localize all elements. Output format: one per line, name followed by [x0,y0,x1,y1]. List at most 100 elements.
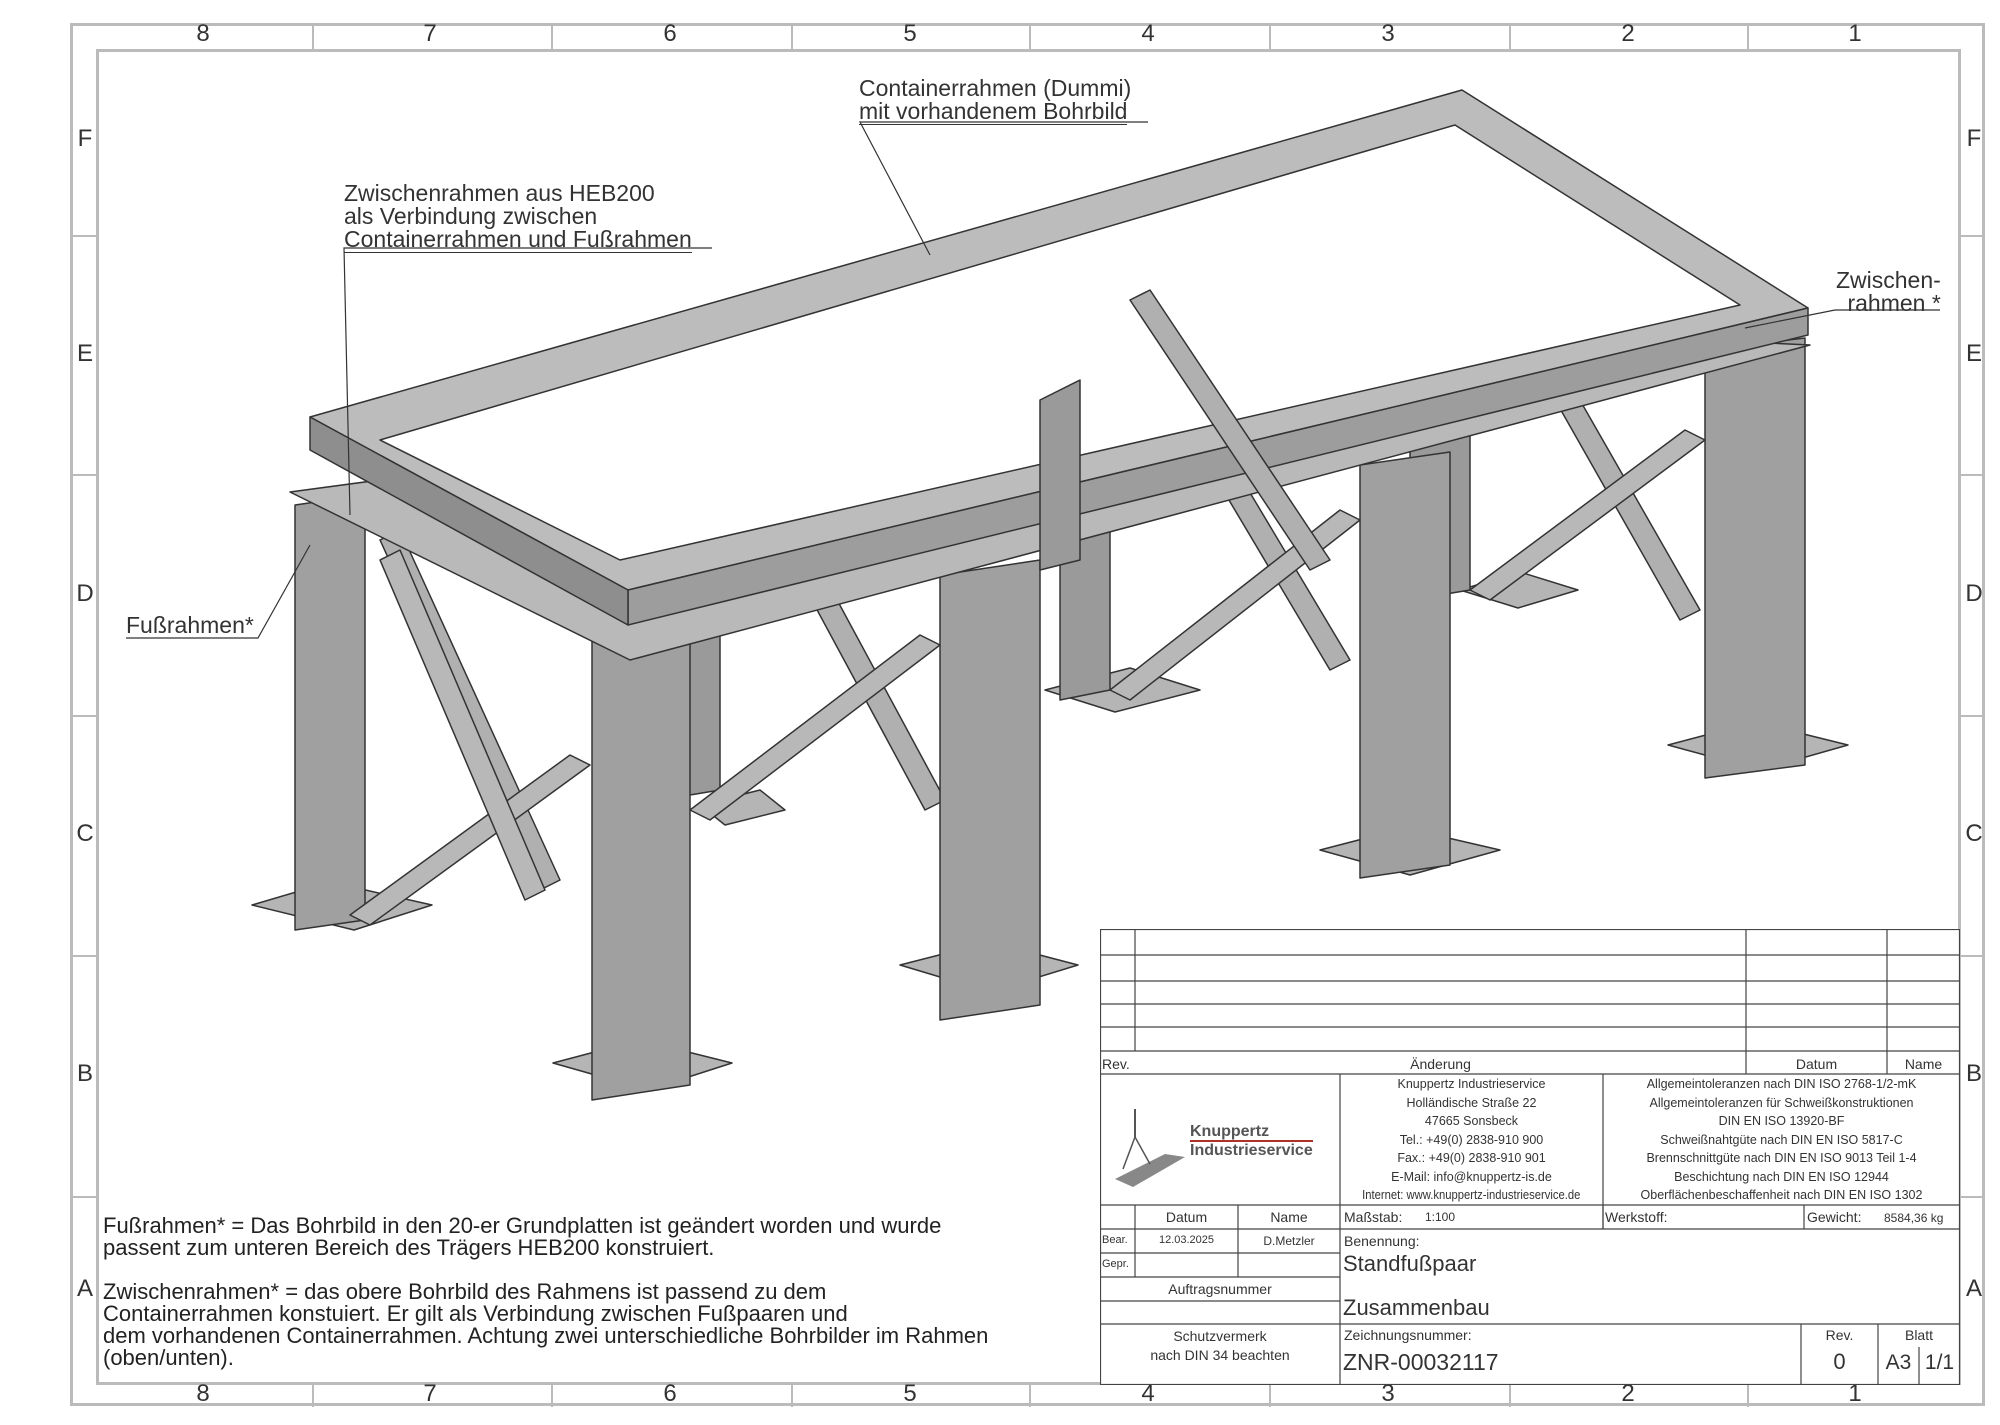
tolerance-line: Schweißnahtgüte nach DIN EN ISO 5817-C [1660,1132,1903,1147]
zone-row: B [1965,1060,1982,1087]
blatt-label: Blatt [1904,1327,1933,1343]
bear-name: D.Metzler [1263,1234,1315,1248]
zone-row: A [76,1275,93,1302]
zone-tick [1961,955,1985,957]
brace [1039,379,1081,571]
zone-row: B [76,1060,93,1087]
note-line: passent zum unteren Bereich des Trägers … [103,1235,715,1260]
address-line: Tel.: +49(0) 2838-910 900 [1399,1132,1544,1147]
zone-tick [70,1196,96,1198]
tolerance-line: Brennschnittgüte nach DIN EN ISO 9013 Te… [1646,1151,1917,1165]
zone-tick [1961,715,1985,717]
leg [294,494,366,931]
auftragsnummer-label: Auftragsnummer [1168,1281,1272,1297]
rev-value: 0 [1833,1349,1846,1374]
format-value: A3 [1885,1351,1912,1374]
benennung-label: Benennung: [1344,1233,1420,1249]
zone-tick [791,23,793,49]
zone-tick [1747,1385,1749,1407]
rev-label: Rev. [1825,1327,1854,1343]
zone-col: 2 [1621,1380,1635,1407]
address-line: E-Mail: info@knuppertz-is.de [1391,1169,1552,1184]
zone-col: 1 [1848,1380,1862,1407]
gepr-label: Gepr. [1102,1258,1129,1270]
leader-zwischenrahmen-star [1744,309,1940,329]
logo-line: Industrieservice [1190,1140,1313,1159]
zone-col: 7 [423,1380,437,1407]
benennung-subtitle: Zusammenbau [1343,1295,1490,1320]
tolerance-line: Allgemeintoleranzen für Schweißkonstrukt… [1649,1095,1914,1110]
address-line: 47665 Sonsbeck [1424,1114,1519,1128]
zone-col: 6 [663,20,677,47]
name-header: Name [1904,1056,1943,1072]
zone-col: 5 [903,20,917,47]
callout-zwischenrahmen: Zwischen- rahmen * [1836,269,1941,315]
leg [939,559,1041,1021]
leg [1704,337,1806,779]
callout-containerrahmen: Containerrahmen (Dummi) mit vorhandenem … [859,77,1131,125]
note-line: (oben/unten). [103,1345,234,1370]
zone-tick [1029,1385,1031,1407]
note-line: Containerrahmen konstuiert. Er gilt als … [103,1301,848,1326]
zone-tick [312,23,314,49]
zone-tick [70,955,96,957]
massstab-value: 1:100 [1425,1210,1456,1224]
zone-tick [551,23,553,49]
callout-line: Zwischenrahmen aus HEB200 [344,180,655,206]
tolerance-notes: Allgemeintoleranzen nach DIN ISO 2768-1/… [1603,1075,1960,1205]
zone-tick [70,235,96,237]
outer-border [70,23,1985,1406]
logo-line: Knuppertz [1190,1123,1270,1140]
zone-col: 7 [423,20,437,47]
brace [1129,289,1331,571]
benennung-title: Standfußpaar [1343,1251,1477,1276]
zone-row: C [1965,820,1983,847]
tolerance-line: Oberflächenbeschaffenheit nach DIN EN IS… [1640,1188,1923,1202]
schutzvermerk-line: nach DIN 34 beachten [1150,1347,1290,1363]
zone-row: C [76,820,94,847]
zone-col: 4 [1141,20,1155,47]
brace [1109,509,1361,701]
zone-tick [1961,474,1985,476]
zone-col: 8 [196,20,210,47]
note-zwischenrahmen: Zwischenrahmen* = das obere Bohrbild des… [103,1281,988,1369]
zone-col: 3 [1381,20,1395,47]
aenderung-header: Änderung [1410,1056,1471,1072]
werkstoff-label: Werkstoff: [1605,1209,1668,1225]
zone-col: 3 [1381,1380,1395,1407]
schutzvermerk-line: Schutzvermerk [1173,1328,1267,1344]
datum-label: Datum [1165,1209,1208,1225]
gewicht-label: Gewicht: [1807,1209,1862,1225]
zone-tick [70,715,96,717]
leader-containerrahmen [859,121,1148,256]
callout-line: mit vorhandenem Bohrbild [859,98,1128,125]
zone-col: 2 [1621,20,1635,47]
address-line: Holländische Straße 22 [1406,1095,1537,1110]
blatt-value: 1/1 [1924,1351,1955,1374]
callout-line: als Verbindung zwischen [344,203,598,229]
zone-row: A [1965,1275,1982,1302]
zone-col: 8 [196,1380,210,1407]
zone-row: D [76,580,94,607]
address-line: Knuppertz Industrieservice [1397,1077,1546,1091]
bear-label: Bear. [1102,1234,1128,1246]
callout-line: Zwischen- [1836,267,1941,293]
title-block: Rev. Änderung Datum Name Knuppertz Indus… [1100,929,1960,1385]
zone-tick [1029,23,1031,49]
brace [1469,429,1706,601]
drawing-frame [96,49,1961,1385]
zeichnungsnummer-label: Zeichnungsnummer: [1344,1327,1472,1343]
zone-row: F [77,125,93,152]
company-logo: Knuppertz Industrieservice [1115,1109,1335,1189]
zone-tick [312,1385,314,1407]
crane-hook-beam-icon [1115,1109,1185,1187]
zone-row: E [1965,340,1982,367]
datum-header: Datum [1795,1056,1838,1072]
callout-line: rahmen * [1847,290,1941,316]
leader-zwischenrahmen-heb [343,247,712,516]
notes: Fußrahmen* = Das Bohrbild in den 20-er G… [103,1215,988,1391]
zeichnungsnummer-value: ZNR-00032117 [1343,1349,1499,1375]
callout-line: Containerrahmen und Fußrahmen [344,226,692,253]
gewicht-value: 8584,36 kg [1884,1211,1944,1225]
